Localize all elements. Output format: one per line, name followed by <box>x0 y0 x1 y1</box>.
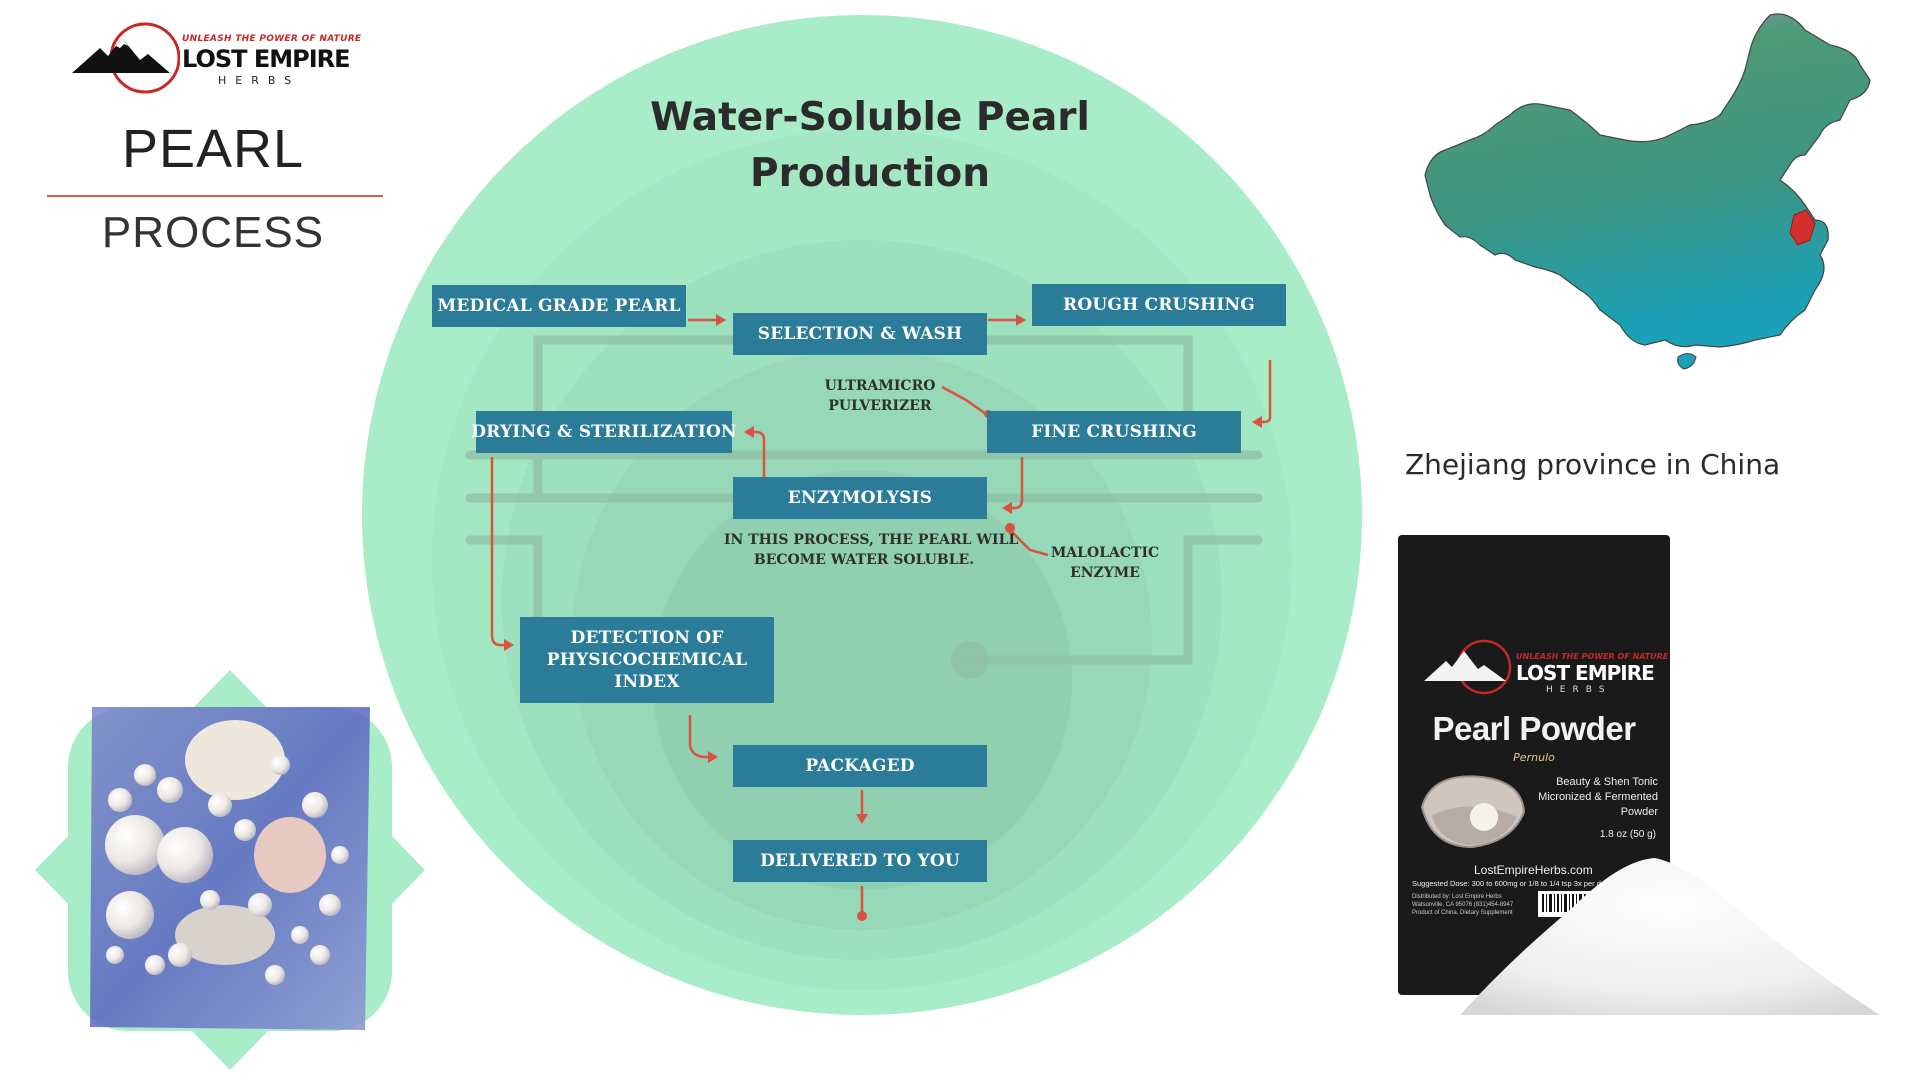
pouch-desc-line2: Micronized & Fermented <box>1538 791 1658 803</box>
step-detection: DETECTION OF PHYSICOCHEMICAL INDEX <box>520 617 774 703</box>
step-detection-line2: PHYSICOCHEMICAL <box>546 650 748 670</box>
mountain-logo-icon <box>72 22 180 94</box>
pouch-distrib-line3: Product of China. Dietary Supplement <box>1412 910 1513 916</box>
pouch-latin-name: Pernulo <box>1513 751 1555 764</box>
step-delivered: DELIVERED TO YOU <box>733 840 987 882</box>
note-water-soluble: IN THIS PROCESS, THE PEARL WILL BECOME W… <box>724 530 1019 570</box>
pouch-mountain-icon <box>1424 639 1512 695</box>
diagram-title-line2: Production <box>750 151 990 196</box>
step-detection-line3: INDEX <box>614 672 680 692</box>
note-ultramicro-pulverizer: ULTRAMICRO PULVERIZER <box>820 376 940 416</box>
oyster-icon <box>1420 775 1526 849</box>
note-malolactic-line1: MALOLACTIC <box>1050 545 1160 561</box>
pouch-tagline: UNLEASH THE POWER OF NATURE <box>1516 652 1669 661</box>
note-ultramicro-line1: ULTRAMICRO <box>824 378 936 394</box>
diagram-title-line1: Water-Soluble Pearl <box>650 95 1090 140</box>
pouch-desc-line3: Powder <box>1620 806 1658 818</box>
step-packaged: PACKAGED <box>733 745 987 787</box>
step-selection-wash: SELECTION & WASH <box>733 313 987 355</box>
step-drying-sterilization: DRYING & STERILIZATION <box>471 411 737 453</box>
note-process-line1: IN THIS PROCESS, THE PEARL WILL <box>724 532 1019 548</box>
note-malolactic-line2: ENZYME <box>1070 565 1140 581</box>
page-title: PEARL <box>121 119 305 179</box>
step-fine-crushing: FINE CRUSHING <box>987 411 1241 453</box>
logo-subtitle: HERBS <box>218 74 301 87</box>
note-process-line2: BECOME WATER SOLUBLE. <box>753 552 975 568</box>
pouch-weight: 1.8 oz (50 g) <box>1599 829 1656 840</box>
note-ultramicro-line2: PULVERIZER <box>828 398 932 414</box>
pouch-product-name: Pearl Powder <box>1432 710 1636 747</box>
step-detection-line1: DETECTION OF <box>570 628 724 648</box>
step-enzymolysis: ENZYMOLYSIS <box>733 477 987 519</box>
logo-brand-name: LOST EMPIRE <box>182 45 351 73</box>
brand-logo[interactable]: UNLEASH THE POWER OF NATURE LOST EMPIRE … <box>70 18 361 98</box>
pouch-brand: LOST EMPIRE <box>1516 661 1655 685</box>
pouch-distributor: Distributed by: Lost Empire Herbs Watson… <box>1412 893 1513 917</box>
pouch-brand-sub: HERBS <box>1546 685 1612 695</box>
map-caption: Zhejiang province in China <box>1405 448 1781 481</box>
china-map-icon <box>1424 13 1871 370</box>
page-subtitle: PROCESS <box>101 208 325 257</box>
pouch-distrib-line2: Watsonville, CA 95076 (831)454-8947 <box>1412 902 1514 908</box>
pouch-desc-line1: Beauty & Shen Tonic <box>1556 776 1658 788</box>
pouch-description: Beauty & Shen Tonic Micronized & Ferment… <box>1538 775 1658 820</box>
step-medical-grade-pearl: MEDICAL GRADE PEARL <box>432 285 686 327</box>
powder-pile-icon <box>1460 858 1880 1015</box>
diagram-title: Water-Soluble Pearl Production <box>620 90 1120 202</box>
note-malolactic-enzyme: MALOLACTIC ENZYME <box>1040 543 1170 583</box>
pouch-distrib-line1: Distributed by: Lost Empire Herbs <box>1412 894 1502 900</box>
title-divider <box>47 195 383 197</box>
pouch-dose: Suggested Dose: 300 to 600mg or 1/8 to 1… <box>1412 879 1609 888</box>
pearls-photo <box>35 670 425 1070</box>
logo-tagline: UNLEASH THE POWER OF NATURE <box>182 34 362 44</box>
step-rough-crushing: ROUGH CRUSHING <box>1032 284 1286 326</box>
pouch-url: LostEmpireHerbs.com <box>1474 863 1593 877</box>
